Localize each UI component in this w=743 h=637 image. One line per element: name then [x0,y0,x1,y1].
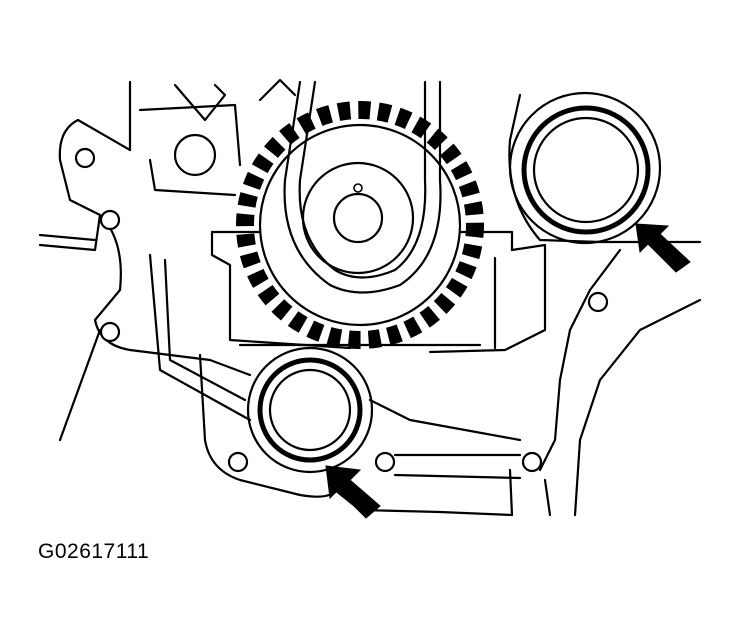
timing-chain [283,80,442,294]
bolt-holes [74,133,609,473]
arrow-pointer-lower [325,465,381,519]
oil-seal-lower [246,346,374,474]
chain-sprocket [236,101,484,349]
arrow-pointer-upper-right [635,223,691,273]
figure-code-label: G02617111 [38,540,150,563]
oil-seal-upper-right [508,91,662,245]
